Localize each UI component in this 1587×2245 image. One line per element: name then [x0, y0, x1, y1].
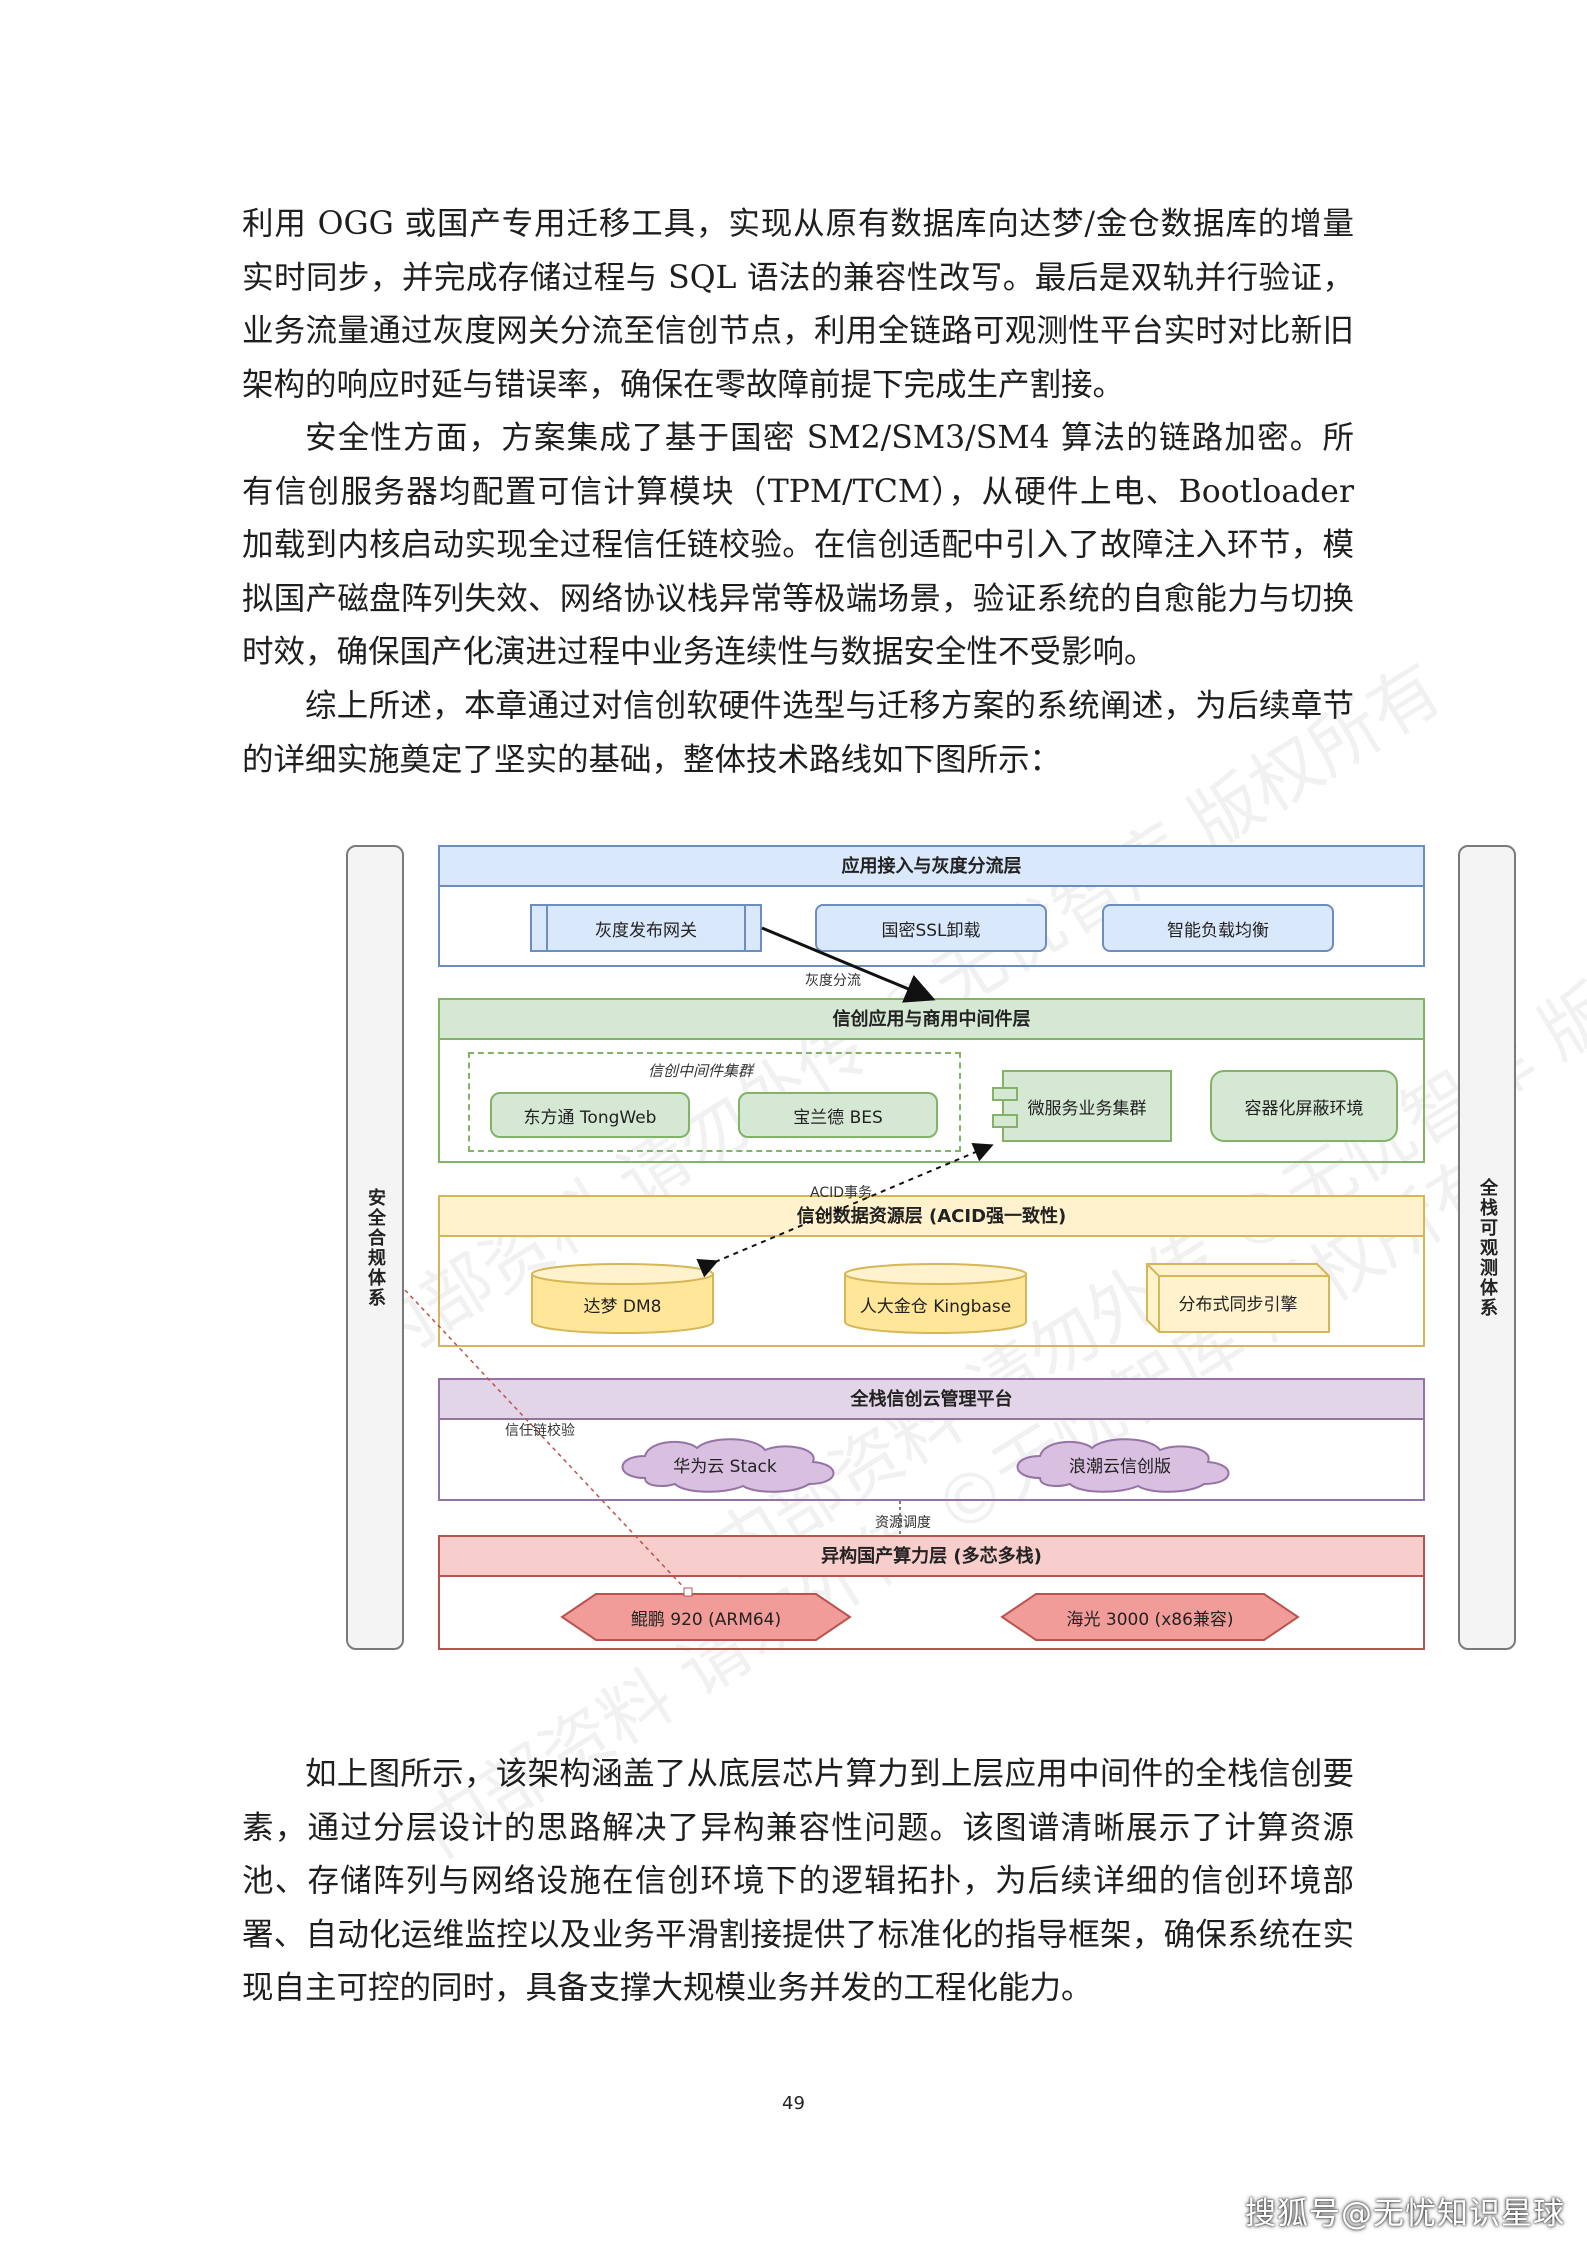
edge-label-gray-split: 灰度分流 [805, 973, 861, 989]
tongweb-node: 东方通 TongWeb [490, 1092, 690, 1138]
architecture-diagram: 内部资料 请勿外传 ©无忧智库 版权所有 内部资料 请勿外传 ©无忧智库 版权所… [290, 647, 1587, 1873]
node-label: 海光 3000 (x86兼容) [1066, 1609, 1234, 1630]
dm8-database: 达梦 DM8 [530, 1262, 715, 1334]
node-label: 人大金仓 Kingbase [859, 1296, 1012, 1317]
gray-release-gateway: 灰度发布网关 [530, 904, 762, 952]
hygon-3000-node: 海光 3000 (x86兼容) [1000, 1592, 1300, 1642]
layer-title: 异构国产算力层 (多芯多栈) [440, 1537, 1423, 1577]
node-label: 灰度发布网关 [595, 920, 697, 941]
page-number: 49 [782, 2093, 805, 2114]
distributed-sync-engine: 分布式同步引擎 [1145, 1262, 1331, 1334]
node-label: 华为云 Stack [673, 1456, 777, 1477]
node-label: 分布式同步引擎 [1178, 1294, 1298, 1315]
node-label: 国密SSL卸载 [881, 920, 981, 941]
layer-title: 应用接入与灰度分流层 [440, 847, 1423, 887]
paragraph-security: 安全性方面，方案集成了基于国密 SM2/SM3/SM4 算法的链路加密。所有信创… [242, 420, 1354, 670]
security-compliance-sidebar: 安全合规体系 [346, 845, 404, 1650]
node-label: 智能负载均衡 [1167, 920, 1269, 941]
kingbase-database: 人大金仓 Kingbase [843, 1262, 1028, 1334]
cloud-icon [1016, 1438, 1230, 1493]
layer-title: 信创应用与商用中间件层 [440, 1000, 1423, 1040]
observability-sidebar: 全栈可观测体系 [1458, 845, 1516, 1650]
node-label: 浪潮云信创版 [1069, 1456, 1171, 1477]
edge-label-trust-chain: 信任链校验 [505, 1423, 575, 1439]
middleware-layer: 信创应用与商用中间件层 [438, 998, 1425, 1163]
kunpeng-920-node: 鲲鹏 920 (ARM64) [560, 1592, 852, 1642]
layer-title: 信创数据资源层 (ACID强一致性) [440, 1197, 1423, 1237]
node-label: 鲲鹏 920 (ARM64) [630, 1609, 782, 1630]
node-label: 容器化屏蔽环境 [1244, 1098, 1364, 1119]
edge-label-acid: ACID事务 [810, 1185, 873, 1201]
huawei-cloud-stack: 华为云 Stack [605, 1434, 845, 1494]
cloud-management-layer: 全栈信创云管理平台 [438, 1378, 1425, 1501]
cube-icon [1146, 1263, 1330, 1333]
inspur-cloud: 浪潮云信创版 [1000, 1434, 1240, 1494]
microservice-cluster: 微服务业务集群 [992, 1070, 1172, 1142]
hexagon-icon [560, 1593, 852, 1641]
container-shield-env: 容器化屏蔽环境 [1210, 1070, 1398, 1142]
node-label: 微服务业务集群 [1027, 1098, 1147, 1119]
node-label: 达梦 DM8 [583, 1296, 662, 1317]
node-label: 东方通 TongWeb [523, 1107, 657, 1128]
edge-label-resource-sched: 资源调度 [875, 1515, 931, 1531]
brand-watermark: 搜狐号@无忧知识星球 [1245, 2196, 1565, 2232]
sidebar-label: 安全合规体系 [365, 1187, 386, 1308]
smart-load-balancer: 智能负载均衡 [1102, 904, 1334, 952]
paragraph-figure-explanation: 如上图所示，该架构涵盖了从底层芯片算力到上层应用中间件的全栈信创要素，通过分层设… [242, 1756, 1354, 2006]
cluster-label: 信创中间件集群 [648, 1062, 754, 1080]
paragraph-summary: 综上所述，本章通过对信创软硬件选型与迁移方案的系统阐述，为后续章节的详细实施奠定… [242, 688, 1354, 778]
access-layer: 应用接入与灰度分流层 [438, 845, 1425, 967]
hexagon-icon [1000, 1593, 1300, 1641]
layer-title: 全栈信创云管理平台 [440, 1380, 1423, 1420]
sidebar-label: 全栈可观测体系 [1477, 1177, 1498, 1318]
node-label: 宝兰德 BES [793, 1107, 883, 1128]
sm-ssl-offload: 国密SSL卸载 [815, 904, 1047, 952]
bes-node: 宝兰德 BES [738, 1092, 938, 1138]
paragraph-migration: 利用 OGG 或国产专用迁移工具，实现从原有数据库向达梦/金仓数据库的增量实时同… [242, 206, 1354, 403]
